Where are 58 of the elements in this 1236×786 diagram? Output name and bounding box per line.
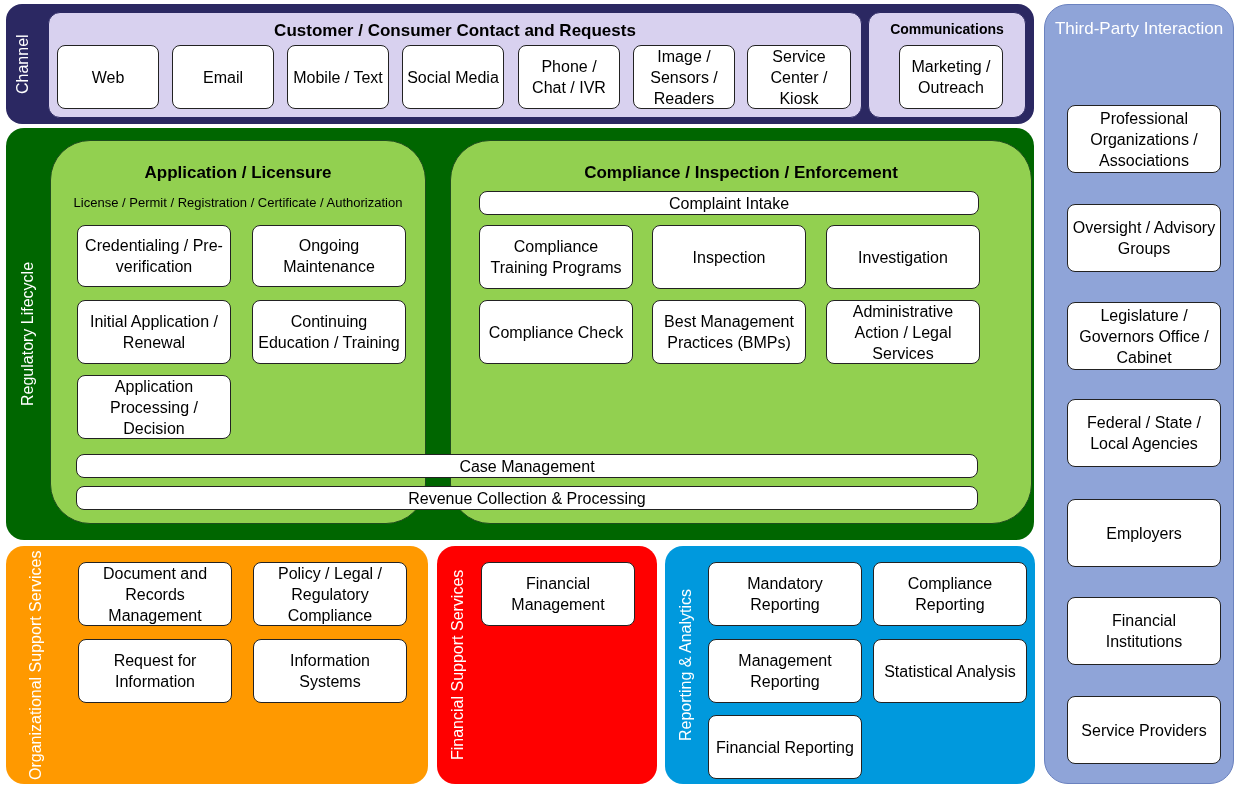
capability-box: Financial Reporting [708,715,862,779]
capability-box: Oversight / Advisory Groups [1067,204,1221,272]
capability-box: Continuing Education / Training [252,300,406,364]
capability-box: Professional Organizations / Associations [1067,105,1221,173]
capability-box: Financial Institutions [1067,597,1221,665]
capability-box: Administrative Action / Legal Services [826,300,980,364]
capability-box: Revenue Collection & Processing [76,486,978,510]
support-panel [437,546,657,784]
group-subtitle: License / Permit / Registration / Certificate / Authorization [72,195,404,210]
reporting-panel [665,546,1035,784]
capability-box: Information Systems [253,639,407,703]
capability-box: Statistical Analysis [873,639,1027,703]
group-title: Organizational Support Services [26,549,45,782]
capability-box: Mandatory Reporting [708,562,862,626]
capability-box: Management Reporting [708,639,862,703]
capability-box: Mobile / Text [287,45,389,109]
group-title: Regulatory Lifecycle [18,260,37,409]
capability-box: Image / Sensors / Readers [633,45,735,109]
capability-box: Ongoing Maintenance [252,225,406,287]
capability-box: Service Center / Kiosk [747,45,851,109]
capability-box: Request for Information [78,639,232,703]
capability-box: Case Management [76,454,978,478]
capability-box: Policy / Legal / Regulatory Compliance [253,562,407,626]
group-title: Reporting & Analytics [676,587,695,744]
capability-box: Compliance Training Programs [479,225,633,289]
capability-box: Application Processing / Decision [77,375,231,439]
capability-box: Employers [1067,499,1221,567]
group-title: Third-Party Interaction [1053,19,1225,39]
capability-box: Web [57,45,159,109]
capability-box: Compliance Reporting [873,562,1027,626]
capability-box: Credentialing / Pre-verification [77,225,231,287]
group-title: Communications [889,21,1005,37]
capability-box: Compliance Check [479,300,633,364]
capability-box: Best Management Practices (BMPs) [652,300,806,364]
capability-box: Complaint Intake [479,191,979,215]
group-title: Financial Support Services [448,568,467,763]
group-title: Application / Licensure [143,163,333,183]
channel-band [6,4,1034,124]
capability-box: Service Providers [1067,696,1221,764]
capability-box: Marketing / Outreach [899,45,1003,109]
group-title: Compliance / Inspection / Enforcement [583,163,899,183]
group-title: Channel [13,33,32,96]
capability-box: Investigation [826,225,980,289]
capability-box: Initial Application / Renewal [77,300,231,364]
third-party-column [1044,4,1234,784]
group-panel [868,12,1026,118]
capability-box: Legislature / Governors Office / Cabinet [1067,302,1221,370]
support-panel [6,546,428,784]
capability-box: Document and Records Management [78,562,232,626]
capability-box: Email [172,45,274,109]
capability-box: Social Media [402,45,504,109]
lifecycle-band [6,128,1034,540]
group-panel [48,12,862,118]
capability-box: Financial Management [481,562,635,626]
capability-box: Phone / Chat / IVR [518,45,620,109]
group-title: Customer / Consumer Contact and Requests [273,21,637,41]
capability-box: Federal / State / Local Agencies [1067,399,1221,467]
capability-box: Inspection [652,225,806,289]
